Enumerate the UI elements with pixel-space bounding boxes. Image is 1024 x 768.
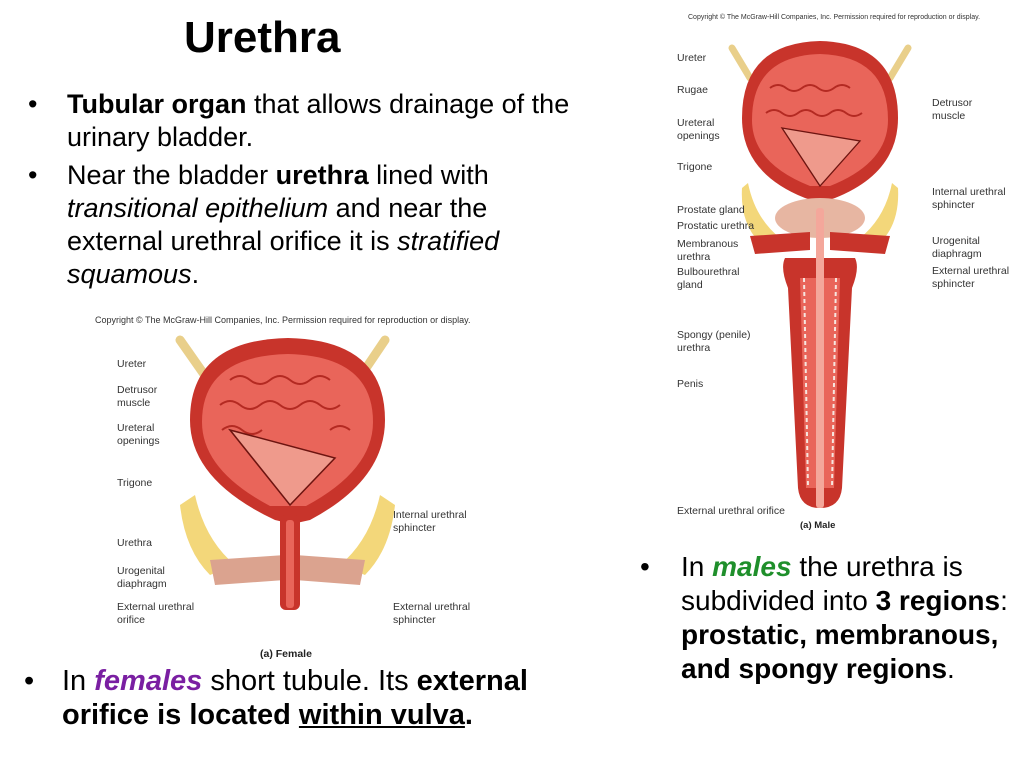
- male-trigone: [780, 127, 862, 188]
- bullet-1-text: that allows drainage of the urinary blad…: [67, 89, 570, 152]
- male-label-bulbourethral: Bulbourethral gland: [677, 266, 740, 291]
- female-bladder-illustration: [175, 335, 395, 610]
- females-note: In females short tubule. Its external or…: [20, 664, 590, 732]
- bullet-1-bold: Tubular organ: [67, 89, 247, 119]
- female-fat-right: [340, 495, 395, 575]
- female-trigone: [227, 428, 337, 507]
- bullet-2-transitional: transitional epithelium: [67, 193, 329, 223]
- males-note-item: In males the urethra is subdivided into …: [636, 550, 1016, 686]
- bullet-2-mid: lined with: [368, 160, 489, 190]
- males-colon: :: [1000, 585, 1008, 616]
- male-copyright: Copyright © The McGraw-Hill Companies, I…: [688, 14, 981, 21]
- male-label-internal-sphincter: Internal urethral sphincter: [932, 186, 1006, 211]
- males-pre: In: [681, 551, 713, 582]
- females-note-item: In females short tubule. Its external or…: [20, 664, 590, 732]
- bullet-epithelium: Near the bladder urethra lined with tran…: [24, 159, 584, 291]
- female-label-trigone: Trigone: [117, 477, 153, 489]
- male-bladder-illustration: [728, 41, 912, 508]
- female-label-ureteral-openings: Ureteral openings: [117, 422, 160, 447]
- female-label-urogenital: Urogenital diaphragm: [117, 565, 167, 590]
- male-label-penis: Penis: [677, 378, 704, 390]
- females-highlight: females: [94, 665, 203, 697]
- females-mid: short tubule. Its: [202, 665, 417, 697]
- bullet-2-mid2: and near the external urethral orifice i…: [67, 193, 488, 256]
- males-regions: prostatic, membranous, and spongy region…: [681, 619, 999, 684]
- females-bold: external orifice is located: [62, 665, 528, 731]
- females-pre: In: [62, 665, 95, 697]
- male-label-detrusor: Detrusor muscle: [932, 97, 973, 122]
- female-label-detrusor: Detrusor muscle: [117, 384, 158, 409]
- male-bladder-figure: Copyright © The McGraw-Hill Companies, I…: [670, 8, 1020, 538]
- female-label-external-sphincter: External urethral sphincter: [393, 601, 471, 626]
- male-label-membranous-urethra: Membranous urethra: [677, 238, 739, 263]
- intro-bullets: Tubular organ that allows drainage of th…: [24, 88, 584, 296]
- female-label-urethra: Urethra: [117, 537, 153, 549]
- females-end: .: [464, 699, 473, 731]
- bullet-tubular-organ: Tubular organ that allows drainage of th…: [24, 88, 584, 154]
- male-label-prostatic-urethra: Prostatic urethra: [677, 220, 755, 232]
- male-label-rugae: Rugae: [677, 84, 708, 96]
- male-label-trigone: Trigone: [677, 161, 713, 173]
- male-label-external-orifice: External urethral orifice: [677, 505, 785, 517]
- male-label-ureter: Ureter: [677, 52, 707, 64]
- slide-title: Urethra: [184, 13, 341, 62]
- male-right-ureter: [886, 44, 912, 82]
- female-label-external-orifice: External urethral orifice: [117, 601, 195, 626]
- female-bladder-figure: Copyright © The McGraw-Hill Companies, I…: [80, 310, 510, 670]
- bullet-2-stratified: stratified squamous: [67, 226, 500, 289]
- male-label-ureteral-openings: Ureteral openings: [677, 117, 720, 142]
- male-label-urogenital: Urogenital diaphragm: [932, 235, 982, 260]
- male-urethra: [816, 208, 824, 508]
- female-label-ureter: Ureter: [117, 358, 147, 370]
- females-underline: within vulva: [298, 699, 465, 731]
- female-copyright: Copyright © The McGraw-Hill Companies, I…: [95, 315, 471, 325]
- female-caption: (a) Female: [260, 648, 312, 660]
- male-caption: (a) Male: [800, 520, 836, 531]
- female-bladder-lumen: [202, 354, 373, 506]
- female-label-internal-sphincter: Internal urethral sphincter: [393, 509, 467, 534]
- males-note: In males the urethra is subdivided into …: [636, 550, 1016, 686]
- female-fat-left: [180, 495, 235, 575]
- male-label-external-sphincter: External urethral sphincter: [932, 265, 1010, 290]
- male-label-spongy-urethra: Spongy (penile) urethra: [677, 329, 751, 354]
- bullet-2-urethra: urethra: [275, 160, 369, 190]
- males-bold-num: 3 regions: [875, 585, 1001, 616]
- males-mid: the urethra is subdivided into: [681, 551, 963, 616]
- female-diaphragm-left: [210, 555, 285, 585]
- male-label-prostate-gland: Prostate gland: [677, 204, 745, 216]
- male-left-ureter: [728, 44, 754, 82]
- bullet-2-pre: Near the bladder: [67, 160, 276, 190]
- bullet-2-end: .: [191, 259, 200, 289]
- males-highlight: males: [712, 551, 792, 582]
- males-end: .: [947, 653, 955, 684]
- female-diaphragm-right: [295, 555, 365, 585]
